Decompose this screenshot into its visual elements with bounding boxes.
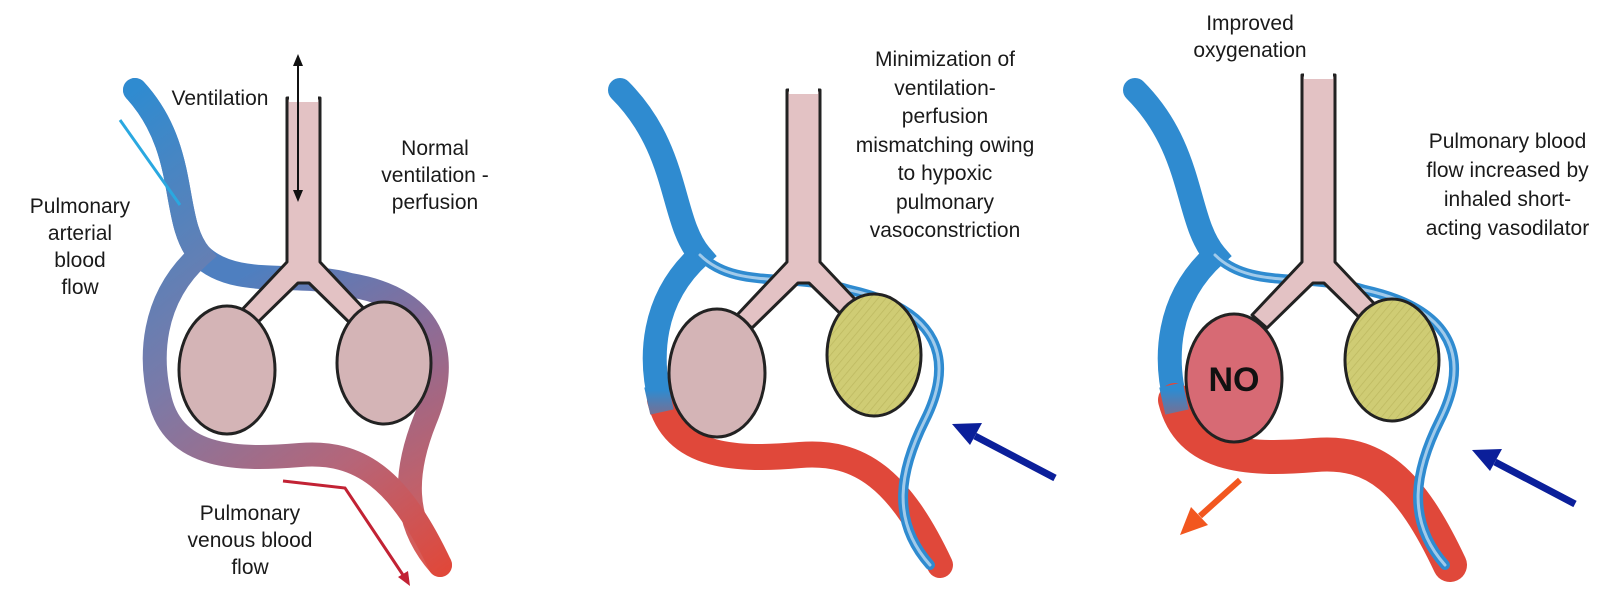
normal-vq-label: Normal ventilation - perfusion <box>360 135 510 216</box>
no-label: NO <box>1209 361 1260 399</box>
airway-opening <box>289 90 318 102</box>
vasodilator-label: Pulmonary blood flow increased by inhale… <box>1410 127 1605 243</box>
alveolus-left <box>669 309 765 437</box>
alveolus-hypoxic <box>827 294 921 416</box>
arterial-flow-label: Pulmonary arterial blood flow <box>10 193 150 301</box>
alveolus-left <box>179 306 275 434</box>
improved-oxygenation-label: Improved oxygenation <box>1175 10 1325 64</box>
oxygenation-arrow <box>1180 480 1240 535</box>
venous-flow-label: Pulmonary venous blood flow <box>170 500 330 581</box>
airway <box>237 98 370 328</box>
ventilation-label: Ventilation <box>160 85 280 112</box>
vasoconstriction-arrow <box>1472 449 1575 504</box>
mismatch-label: Minimization of ventilation- perfusion m… <box>845 46 1045 246</box>
vasoconstriction-arrow <box>952 423 1055 478</box>
alveolus-right <box>337 302 431 424</box>
alveolus-hypoxic <box>1345 299 1439 421</box>
